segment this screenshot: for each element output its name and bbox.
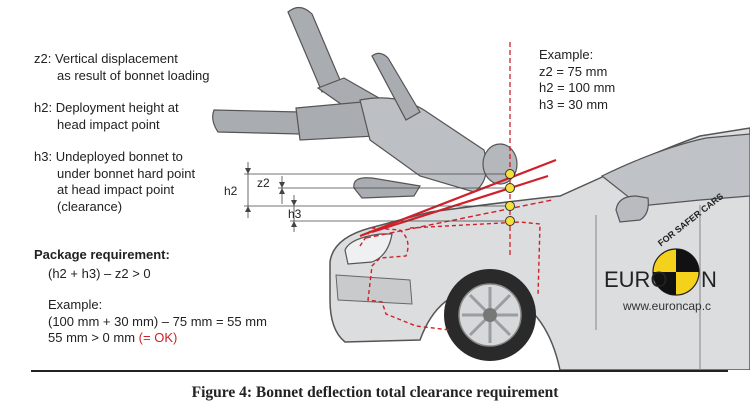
example-values-block: Example: z2 = 75 mm h2 = 100 mm h3 = 30 … — [539, 47, 615, 113]
figure-caption: Figure 4: Bonnet deflection total cleara… — [191, 384, 559, 401]
definition-line: Vertical displacement — [54, 51, 178, 66]
requirement-formula: (h2 + h3) – z2 > 0 — [48, 265, 151, 281]
example-h3: h3 = 30 mm — [539, 96, 609, 112]
dimension-label-h2: h2 — [224, 184, 238, 198]
package-requirement-block: Package requirement: (h2 + h3) – z2 > 0 … — [34, 247, 267, 347]
definition-z2: z2: Vertical displacement as result of b… — [34, 51, 210, 84]
example-h2: h2 = 100 mm — [539, 80, 616, 95]
definition-line: Undeployed bonnet to — [55, 149, 183, 164]
pedestrian-impact-illustration: FOR SAFER CARS EURO N www.euroncap.c — [212, 6, 750, 370]
definition-key: h2: — [34, 100, 53, 115]
requirement-calc: (100 mm + 30 mm) – 75 mm = 55 mm — [48, 313, 267, 329]
example-z2: z2 = 75 mm — [539, 63, 608, 79]
impact-point-markers — [505, 169, 515, 226]
definition-h2: h2: Deployment height at head impact poi… — [34, 100, 179, 133]
dimension-label-h3: h3 — [288, 207, 302, 221]
requirement-result: 55 mm > 0 mm — [48, 330, 136, 345]
definition-line: Deployment height at — [55, 100, 179, 115]
dimension-label-z2: z2 — [257, 176, 270, 190]
logo-url: www.euroncap.c — [622, 299, 711, 313]
dimension-arrows — [245, 168, 297, 227]
definition-key: h3: — [34, 149, 53, 164]
definition-line: at head impact point — [57, 182, 175, 197]
requirement-result-ok: (= OK) — [138, 330, 178, 345]
pedestrian-dummy — [212, 6, 518, 199]
example-title: Example: — [539, 47, 594, 62]
logo-text-right: N — [701, 267, 717, 292]
definition-line: (clearance) — [57, 198, 123, 214]
definition-line: under bonnet hard point — [57, 165, 196, 181]
requirement-title: Package requirement: — [34, 247, 170, 262]
definition-key: z2: — [34, 51, 52, 66]
definition-h3: h3: Undeployed bonnet to under bonnet ha… — [34, 149, 195, 215]
requirement-example-title: Example: — [48, 297, 103, 312]
definition-line: head impact point — [57, 116, 160, 132]
caption-rule — [31, 370, 728, 372]
logo-text-left: EURO — [604, 267, 668, 292]
definition-line: as result of bonnet loading — [57, 67, 210, 83]
